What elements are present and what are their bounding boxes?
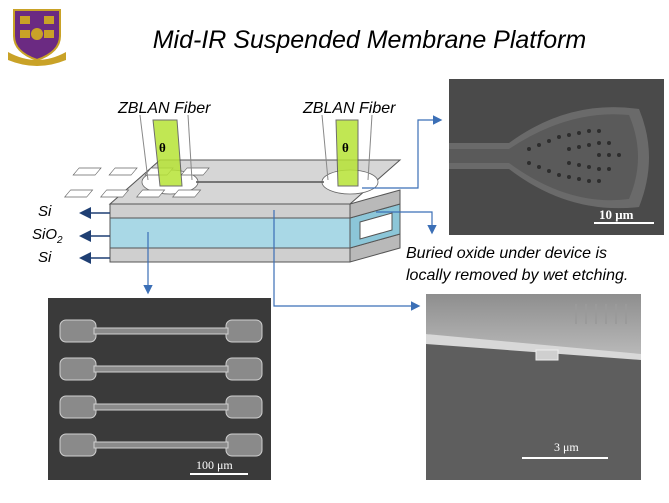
scale-bar-label-100um: 100 μm xyxy=(196,458,233,472)
sio2-base: SiO xyxy=(32,226,58,243)
right-fiber-label: ZBLAN Fiber xyxy=(303,100,396,117)
left-fiber-label: ZBLAN Fiber xyxy=(118,100,211,117)
silicon-device-layer xyxy=(108,159,402,219)
layer-label-si-bottom: Si xyxy=(38,249,52,266)
waveguide-pattern xyxy=(63,167,379,198)
sem-image-top-right: 10 μm xyxy=(449,79,664,235)
university-logo xyxy=(6,6,68,66)
callout-arrow-caption xyxy=(376,211,437,235)
right-angle-symbol: θ xyxy=(342,140,349,155)
silicon-substrate-layer xyxy=(109,233,401,263)
sem-image-bottom-left: 100 μm xyxy=(48,298,271,480)
sio2-subscript: 2 xyxy=(57,235,63,246)
callout-arrow-top-right xyxy=(362,115,443,189)
left-fiber xyxy=(139,114,193,187)
caption-line-2: locally removed by wet etching. xyxy=(406,267,629,284)
layer-label-sio2: SiO2 xyxy=(32,226,63,246)
sem-image-bottom-right: 3 μm xyxy=(426,294,641,480)
callout-arrow-bottom-right xyxy=(273,210,421,311)
left-angle-symbol: θ xyxy=(159,140,166,155)
layer-label-si-top: Si xyxy=(38,203,52,220)
oxide-layer xyxy=(109,203,401,249)
slide-title: Mid-IR Suspended Membrane Platform xyxy=(152,26,587,54)
scale-bar-label-3um: 3 μm xyxy=(554,440,579,454)
caption-line-1: Buried oxide under device is xyxy=(406,245,608,262)
scale-bar-label-10um: 10 μm xyxy=(599,207,634,222)
